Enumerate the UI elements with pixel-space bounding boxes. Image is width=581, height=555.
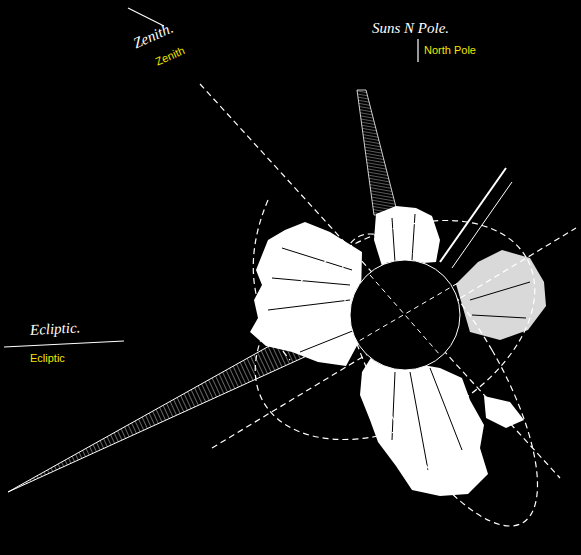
upper-streamer: [357, 90, 398, 215]
translation-label: North Pole: [424, 44, 476, 56]
dashed-lines: [200, 84, 576, 553]
corona-lobe: [484, 396, 524, 428]
translation-label: Ecliptic: [30, 352, 65, 364]
direction-label: Suns N Pole.: [372, 20, 449, 37]
pole-line: [417, 39, 418, 62]
thin-ray: [440, 168, 506, 262]
direction-label: Ecliptic.: [30, 319, 81, 338]
corona-lobe: [360, 356, 488, 496]
disk-dashes: [352, 275, 458, 355]
corona-lobe: [456, 250, 546, 340]
corona-strokes: [268, 214, 530, 470]
sun-disk: [350, 260, 460, 370]
corona-lobe: [374, 206, 440, 266]
ecliptic-line: [4, 341, 124, 347]
